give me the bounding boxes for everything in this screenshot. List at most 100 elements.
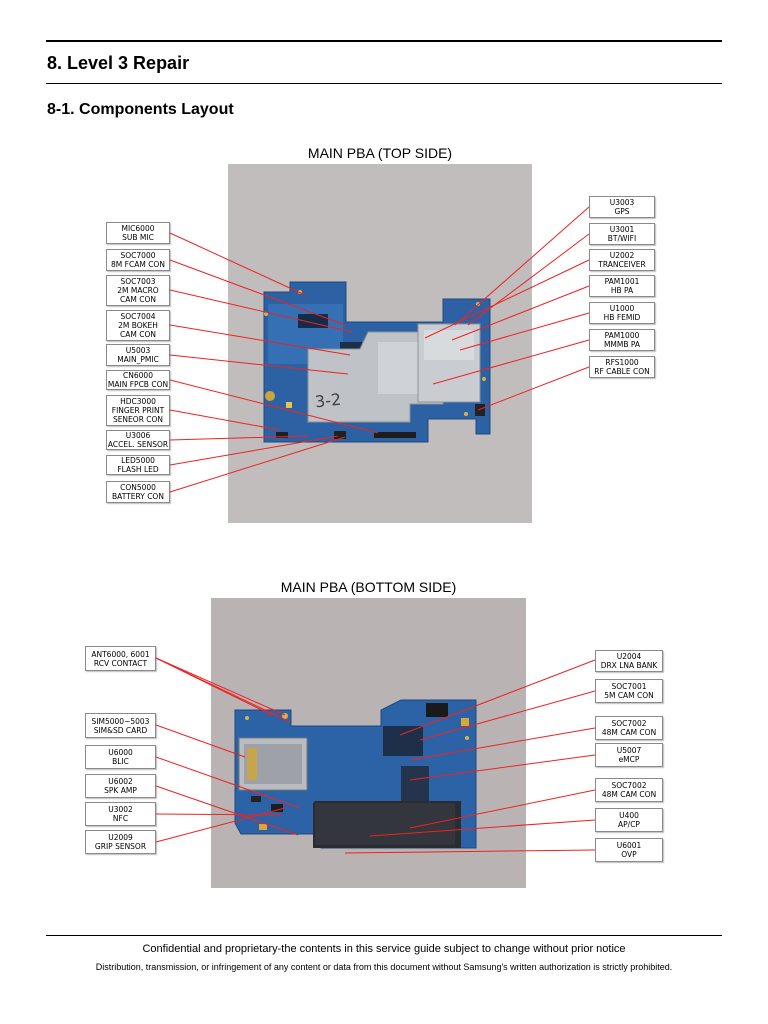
page-title: 8. Level 3 Repair [47, 53, 190, 73]
footer-copyright: Distribution, transmission, or infringem… [95, 962, 673, 972]
label-ref: U3003 [609, 198, 635, 207]
label-ref: SOC7001 [611, 682, 647, 691]
label-desc: HB PA [610, 286, 634, 295]
label-desc: AP/CP [618, 820, 640, 829]
label-ref: SOC7002 [611, 719, 647, 728]
label-desc: SIM&SD CARD [93, 725, 148, 735]
label-ref: U1000 [609, 304, 635, 313]
label-ref: U400 [619, 811, 639, 820]
footer-rule [46, 935, 722, 936]
label-desc: ACCEL. SENSOR [107, 440, 169, 449]
label-desc: 48M CAM CON [601, 728, 657, 737]
label-desc: FLASH LED [117, 465, 159, 474]
label-desc: eMCP [618, 755, 640, 764]
label-desc-2: CAM CON [120, 295, 156, 304]
label-desc: MMMB PA [603, 340, 641, 349]
title-underline [46, 83, 722, 84]
label-ref: SOC7002 [611, 781, 647, 790]
label-desc: FINGER PRINT [111, 406, 165, 415]
label-ref: U2009 [108, 833, 133, 842]
label-ref: U2002 [609, 251, 635, 260]
label-desc: 2M BOKEH [118, 321, 158, 330]
bottom-panel-title: MAIN PBA (BOTTOM SIDE) [280, 579, 457, 595]
label-ref: CN6000 [123, 371, 153, 380]
label-ref: U3002 [108, 805, 133, 814]
bottom-board-photo [211, 598, 526, 888]
footer-confidential: Confidential and proprietary-the content… [142, 943, 626, 955]
label-desc: BATTERY CON [112, 492, 164, 501]
label-desc: BLIC [112, 757, 129, 766]
label-desc: BT/WIFI [607, 234, 637, 243]
label-ref: LED5000 [121, 456, 155, 465]
label-ref: U5003 [125, 346, 151, 355]
label-ref: CON5000 [120, 483, 156, 492]
label-desc: RCV CONTACT [93, 658, 148, 668]
label-ref: U6000 [108, 748, 133, 757]
label-ref: U6001 [616, 841, 642, 850]
top-board-photo [228, 164, 532, 523]
label-desc: MAIN FPCB CON [107, 380, 169, 389]
top-rule [46, 40, 722, 42]
label-ref: U5007 [616, 746, 642, 755]
label-ref: HDC3000 [120, 397, 156, 406]
label-ref: RFS1000 [605, 358, 639, 367]
label-desc: DRX LNA BANK [600, 661, 658, 670]
label-ref: SOC7003 [120, 277, 156, 286]
label-ref: PAM1001 [604, 277, 640, 286]
top-panel-title: MAIN PBA (TOP SIDE) [307, 145, 453, 161]
label-desc: SPK AMP [104, 786, 137, 795]
label-ref: U3006 [125, 431, 151, 440]
label-ref: PAM1000 [604, 331, 640, 340]
label-desc: HB FEMID [603, 313, 641, 322]
label-desc: GPS [614, 207, 630, 216]
label-ref: U2004 [616, 652, 642, 661]
shield-marking: 3-2 [314, 389, 343, 412]
label-desc: MAIN_PMIC [117, 355, 159, 364]
label-ref: SOC7000 [120, 251, 156, 260]
label-desc: OVP [621, 850, 637, 859]
label-desc: 2M MACRO [117, 286, 159, 295]
label-ref: U3001 [609, 225, 635, 234]
label-ref: U6002 [108, 777, 133, 786]
label-desc: TRANCEIVER [598, 260, 646, 269]
label-desc: RF CABLE CON [594, 367, 650, 376]
label-desc: GRIP SENSOR [94, 842, 147, 851]
label-desc: NFC [112, 814, 129, 823]
label-desc-2: CAM CON [120, 330, 156, 339]
label-desc-2: SENEOR CON [112, 415, 164, 424]
label-desc: 5M CAM CON [604, 691, 654, 700]
section-title: 8-1. Components Layout [47, 101, 234, 118]
label-desc: SUB MIC [122, 233, 154, 242]
label-ref: ANT6000, 6001 [91, 649, 150, 659]
label-ref: MIC6000 [121, 224, 155, 233]
label-ref: SOC7004 [120, 312, 156, 321]
